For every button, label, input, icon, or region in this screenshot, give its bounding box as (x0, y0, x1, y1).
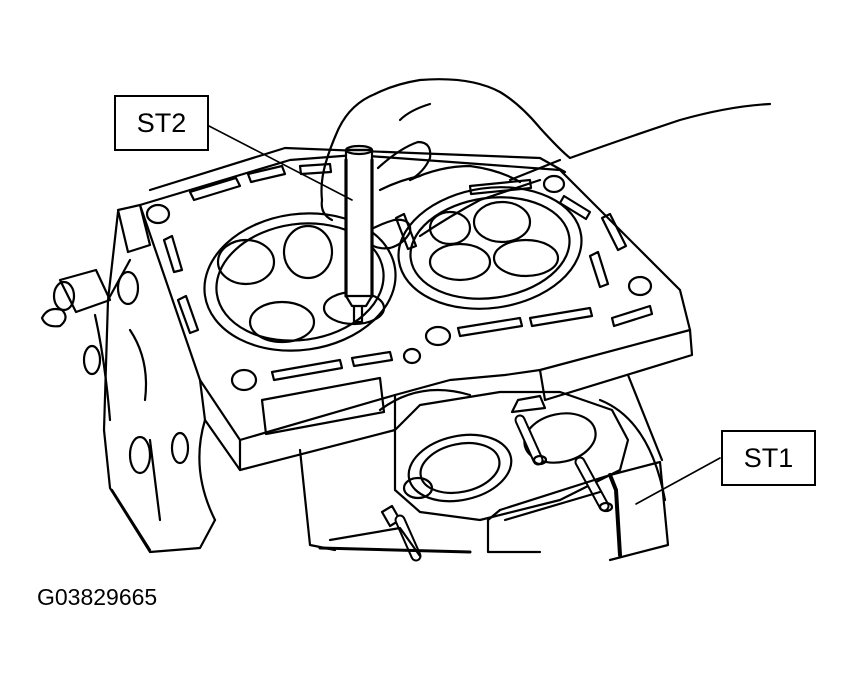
st1-stand (318, 460, 670, 562)
engine-block-lower (93, 258, 667, 554)
st2-label-text: ST2 (136, 107, 187, 138)
st1-label: ST1 (721, 430, 816, 486)
technician-hand (320, 78, 772, 250)
valve-side (380, 390, 630, 528)
leader-lines (208, 125, 721, 505)
combustion-chamber-left (203, 212, 397, 352)
st2-label: ST2 (114, 95, 209, 151)
st1-label-text: ST1 (743, 442, 794, 473)
st2-tool (344, 144, 374, 324)
deck-passages (145, 162, 654, 436)
figure-id: G03829665 (37, 584, 158, 610)
left-side-mount (40, 203, 152, 376)
